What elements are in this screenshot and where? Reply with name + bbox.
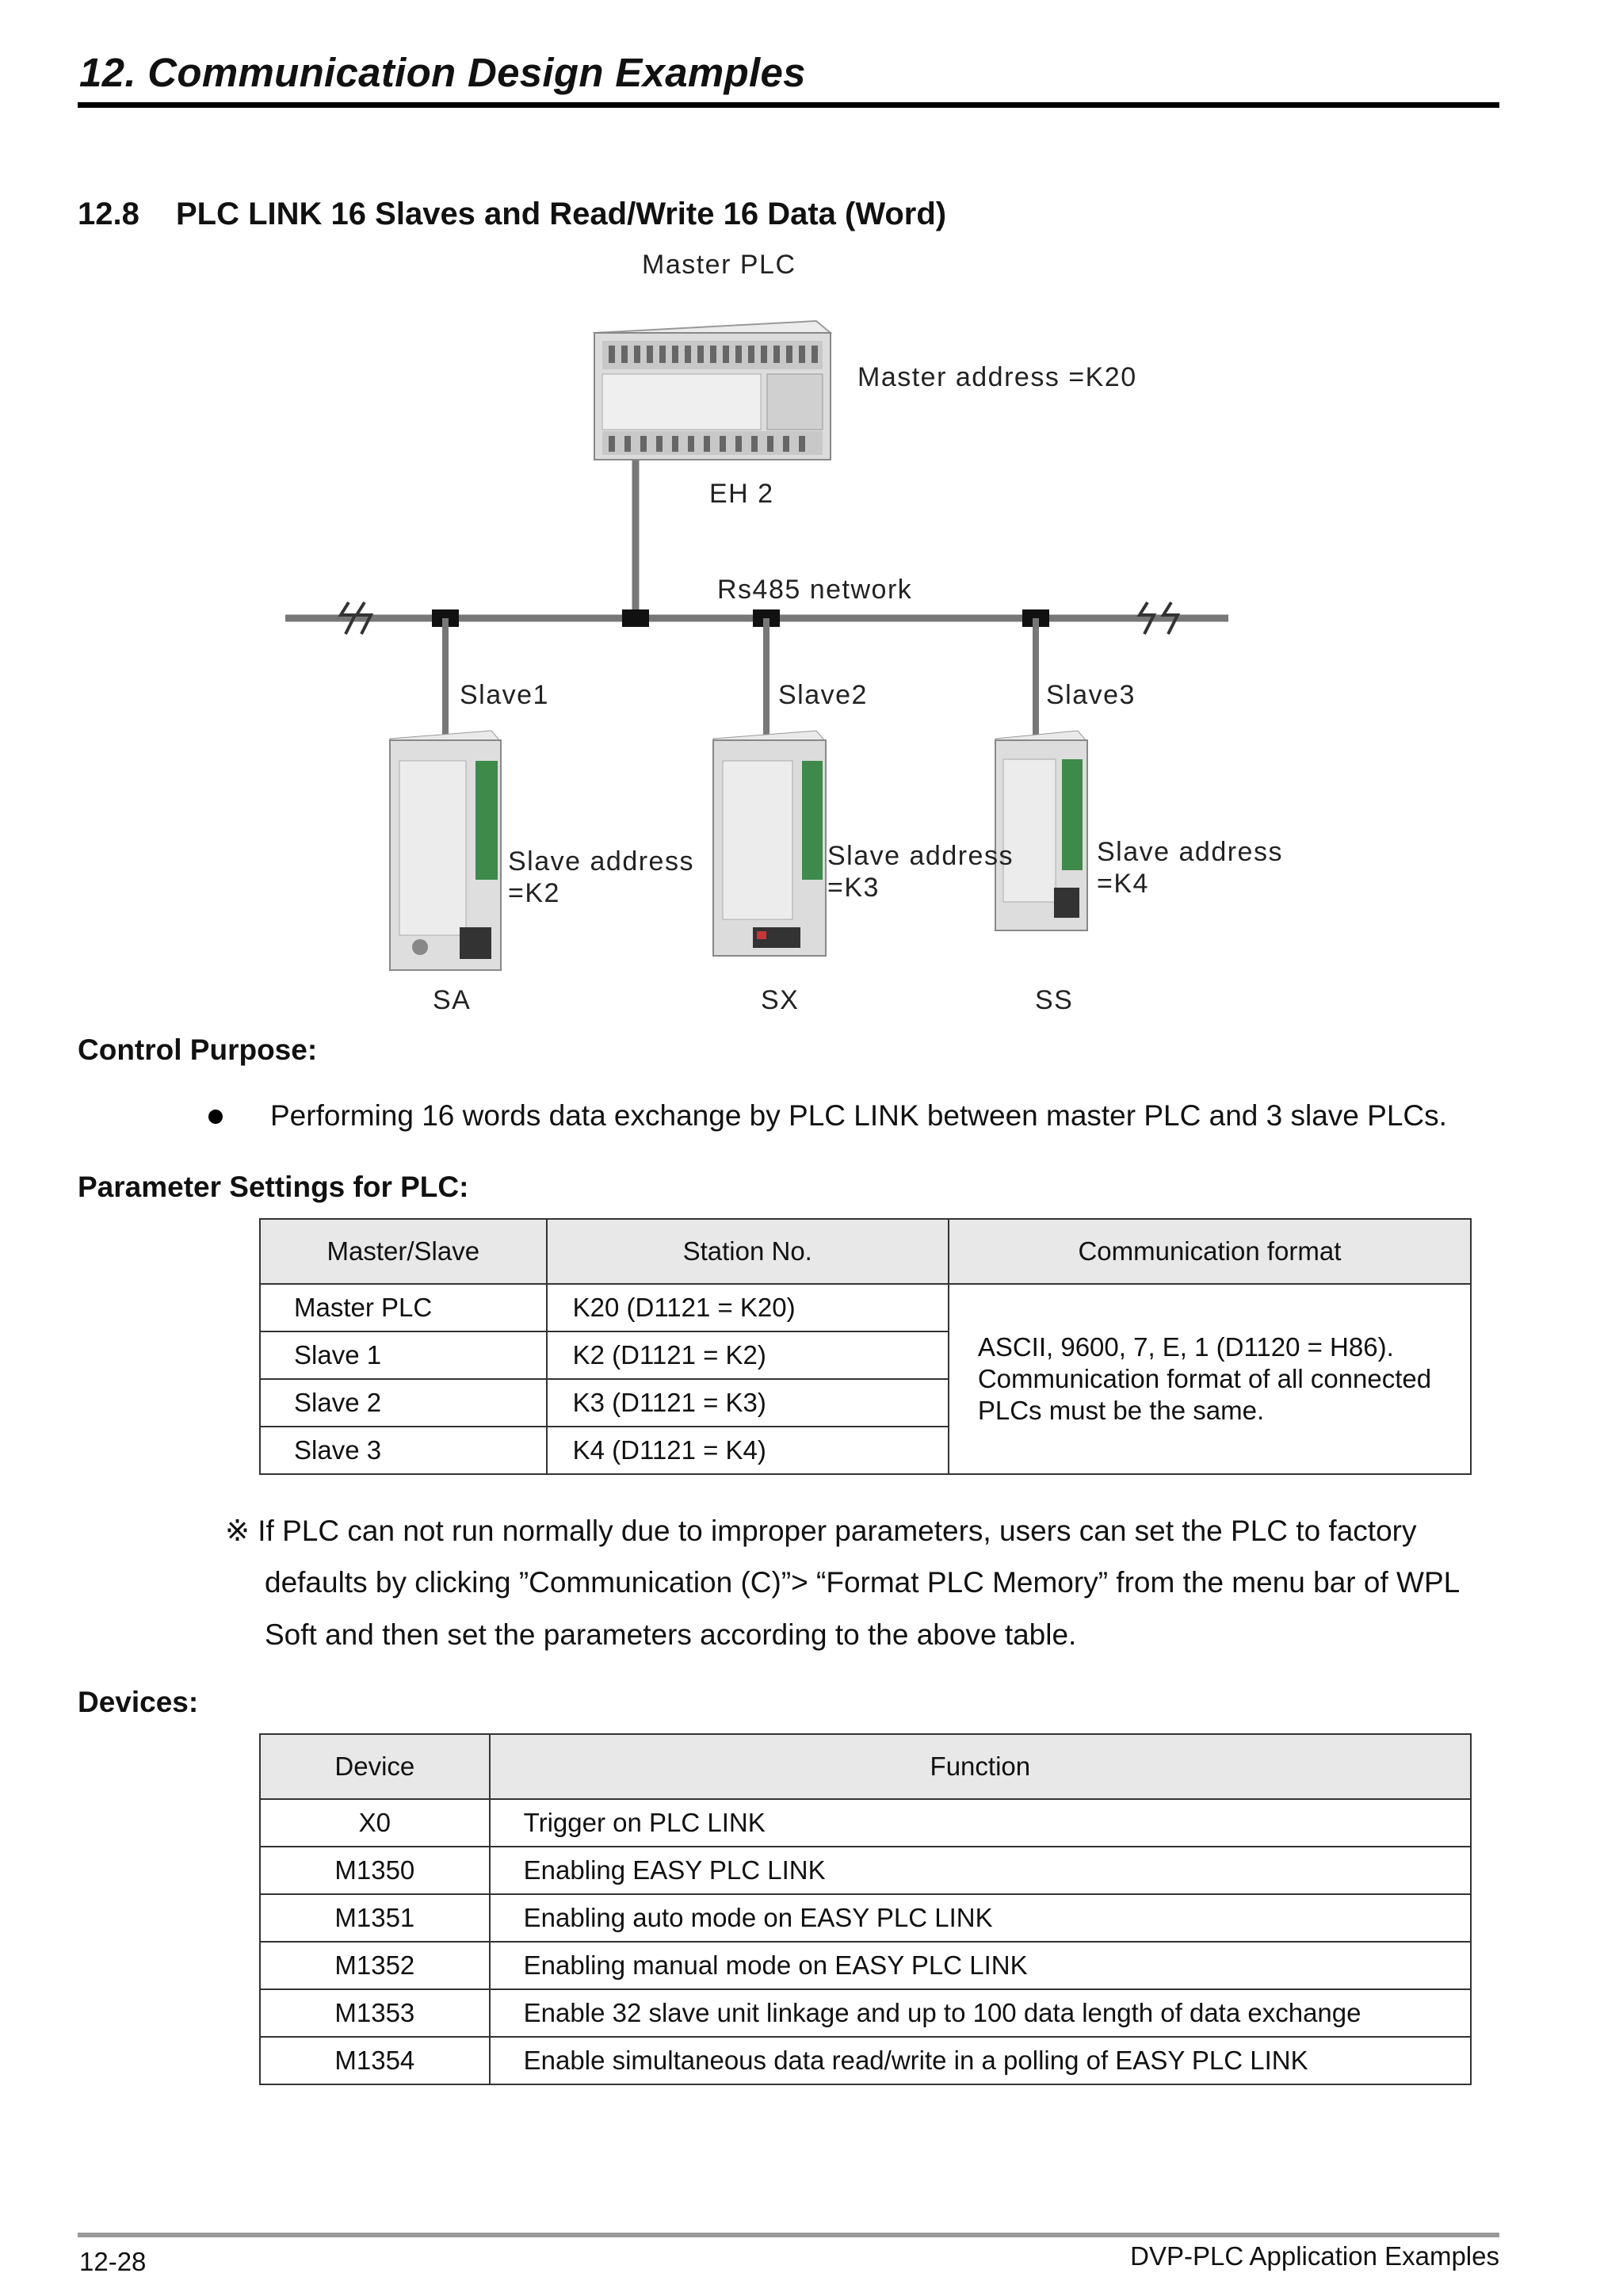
column-header: Communication format [947,1218,1472,1285]
table-header-row: Master/Slave Station No. Communication f… [259,1218,1472,1285]
table-cell: Slave 2 [259,1378,548,1427]
slave2-label: Slave2 [778,680,868,710]
page-number: 12-28 [79,2247,147,2276]
table-row: X0 Trigger on PLC LINK [259,1798,1472,1847]
slave3-label: Slave3 [1046,680,1136,710]
device-cell: M1350 [259,1846,491,1895]
device-cell: M1353 [259,1988,491,2038]
slave3-model-label: SS [1035,985,1074,1015]
parameter-settings-table: Master/Slave Station No. Communication f… [259,1218,1472,1475]
slave1-label: Slave1 [460,680,549,710]
master-address-label: Master address =K20 [857,362,1137,392]
section-number: 12.8 [78,197,139,231]
chapter-title: 12. Communication Design Examples [79,50,806,95]
footer-doc-title: DVP-PLC Application Examples [1130,2241,1499,2271]
bullet-icon [208,1110,223,1124]
slave1-address-line2: =K2 [508,878,560,908]
table-cell: K20 (D1121 = K20) [545,1283,949,1332]
table-header-row: Device Function [259,1733,1472,1800]
table-cell: K2 (D1121 = K2) [545,1331,949,1380]
parameter-settings-heading: Parameter Settings for PLC: [78,1171,469,1203]
column-header: Master/Slave [259,1218,548,1285]
table-cell: Master PLC [259,1283,548,1332]
function-cell: Enable simultaneous data read/write in a… [488,2036,1472,2085]
note-line-1: ※ If PLC can not run normally due to imp… [225,1515,1417,1547]
slave-ss-image [994,730,1089,931]
note-line-2: defaults by clicking ”Communication (C)”… [265,1566,1461,1599]
format-line: ASCII, 9600, 7, E, 1 (D1120 = H86). [977,1332,1394,1362]
table-row: Slave 3 K4 (D1121 = K4) [259,1426,1471,1475]
device-cell: M1351 [259,1893,491,1943]
table-row: Slave 2 K3 (D1121 = K3) [259,1378,1471,1427]
section-heading: PLC LINK 16 Slaves and Read/Write 16 Dat… [176,197,947,231]
note-line-3: Soft and then set the parameters accordi… [265,1618,1077,1651]
slave2-model-label: SX [761,985,800,1015]
table-cell: K3 (D1121 = K3) [545,1378,949,1427]
device-cell: X0 [259,1798,491,1847]
devices-table: Device Function X0 Trigger on PLC LINK M… [259,1733,1472,2085]
right-break-icon [1136,601,1181,635]
format-line: Communication format of all connected [977,1364,1432,1393]
title-rule [78,102,1499,108]
slave-sa-image [388,730,502,971]
devices-heading: Devices: [78,1686,199,1718]
table-cell: Slave 3 [259,1426,548,1475]
network-label: Rs485 network [717,575,913,605]
table-row: Master PLC K20 (D1121 = K20) ASCII, 9600… [259,1283,1472,1475]
table-row: M1354 Enable simultaneous data read/writ… [259,2036,1472,2085]
slave1-model-label: SA [433,985,472,1015]
format-line: PLCs must be the same. [977,1396,1265,1425]
slave2-address-line2: =K3 [827,873,880,903]
device-cell: M1352 [259,1941,491,1990]
table-row: M1353 Enable 32 slave unit linkage and u… [259,1988,1472,2038]
table-row: M1351 Enabling auto mode on EASY PLC LIN… [259,1893,1472,1943]
section-title: 12.8 PLC LINK 16 Slaves and Read/Write 16… [78,197,946,232]
slave2-address-line1: Slave address [827,841,1014,871]
control-purpose-heading: Control Purpose: [78,1033,318,1066]
function-cell: Enabling auto mode on EASY PLC LINK [488,1893,1472,1943]
column-header: Device [259,1733,491,1800]
master-model-label: EH 2 [709,479,774,509]
table-cell: Slave 1 [259,1331,548,1380]
function-cell: Trigger on PLC LINK [488,1798,1472,1847]
table-row: Slave 1 K2 (D1121 = K2) [259,1331,1471,1380]
master-plc-image [592,319,833,460]
master-plc-label: Master PLC [642,250,796,280]
table-row: M1350 Enabling EASY PLC LINK [259,1846,1472,1895]
function-cell: Enable 32 slave unit linkage and up to 1… [488,1988,1472,2038]
communication-format-cell: ASCII, 9600, 7, E, 1 (D1120 = H86). Comm… [947,1283,1472,1475]
slave1-address-line1: Slave address [508,846,694,877]
function-cell: Enabling EASY PLC LINK [488,1846,1472,1895]
table-row: M1352 Enabling manual mode on EASY PLC L… [259,1941,1472,1990]
table-cell: K4 (D1121 = K4) [545,1426,949,1475]
column-header: Function [488,1733,1472,1800]
control-purpose-bullet: Performing 16 words data exchange by PLC… [270,1099,1447,1132]
slave3-address-line1: Slave address [1097,837,1283,867]
footer-rule [78,2233,1499,2237]
column-header: Station No. [545,1218,949,1285]
left-break-icon [338,601,374,635]
slave-sx-image [712,730,827,957]
slave3-address-line2: =K4 [1097,869,1149,899]
function-cell: Enabling manual mode on EASY PLC LINK [488,1941,1472,1990]
network-diagram [285,319,1228,971]
connector-master [622,609,649,627]
device-cell: M1354 [259,2036,491,2085]
